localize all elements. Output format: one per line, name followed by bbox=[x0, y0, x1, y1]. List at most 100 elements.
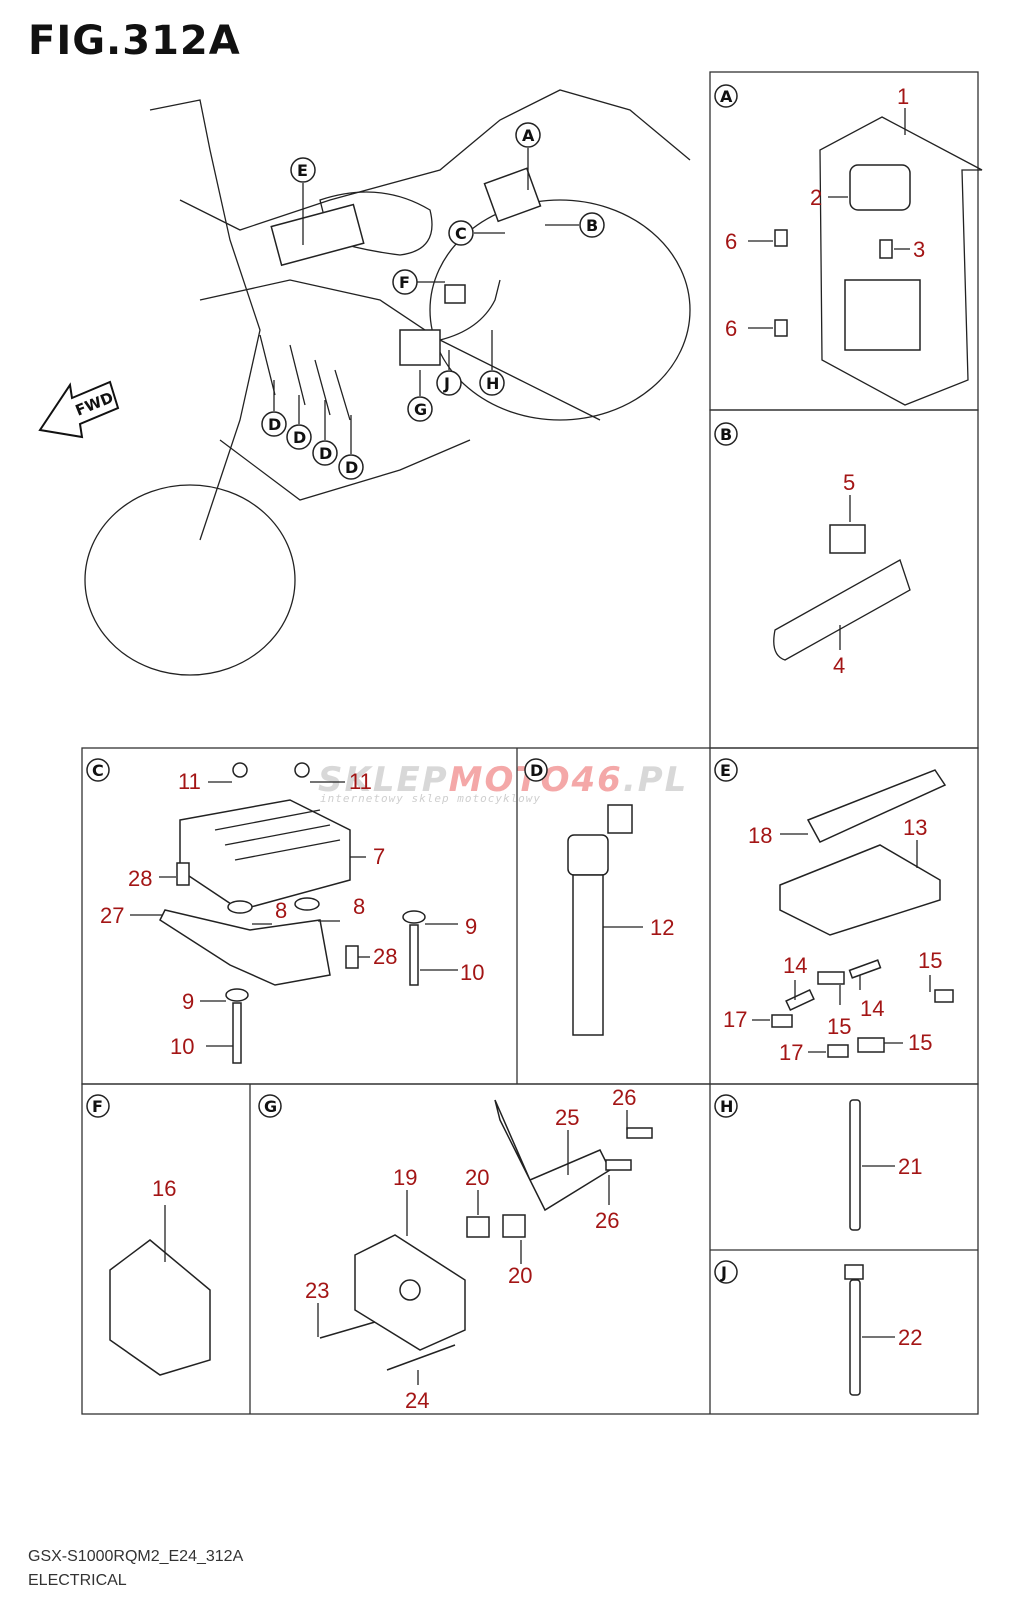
svg-text:J: J bbox=[720, 1263, 727, 1282]
part-20b: 20 bbox=[508, 1263, 532, 1288]
callout-h: H bbox=[479, 330, 505, 396]
front-wheel bbox=[84, 484, 296, 676]
callout-b: B bbox=[545, 212, 605, 238]
panel-b-header: B bbox=[714, 422, 738, 446]
svg-text:D: D bbox=[345, 458, 358, 477]
connector-16 bbox=[109, 1239, 211, 1376]
ecm-bracket bbox=[806, 769, 947, 843]
engine-bottom bbox=[219, 439, 471, 501]
panel-a-parts: 1 2 3 6 6 bbox=[725, 84, 983, 406]
figure-title: FIG.312A bbox=[28, 18, 241, 64]
ecm bbox=[779, 844, 941, 936]
ignition-coil bbox=[572, 874, 604, 1036]
bolt-26b bbox=[605, 1159, 632, 1171]
pad-14b bbox=[848, 959, 882, 979]
part-15a: 15 bbox=[918, 948, 942, 973]
part-19: 19 bbox=[393, 1165, 417, 1190]
watermark-brand: SKLEP bbox=[318, 760, 449, 800]
callout-d-3: D bbox=[312, 400, 338, 466]
part-10a: 10 bbox=[460, 960, 484, 985]
callout-a: C bbox=[448, 220, 505, 246]
starter-relay bbox=[844, 279, 921, 351]
clamp-head bbox=[844, 1264, 864, 1280]
model-code: GSX-S1000RQM2_E24_312A bbox=[28, 1548, 244, 1565]
part-7: 7 bbox=[373, 844, 385, 869]
part-15b: 15 bbox=[827, 1014, 851, 1039]
regulator-overview bbox=[483, 167, 542, 223]
panel-e-parts: 18 13 14 15 14 17 15 17 15 bbox=[723, 769, 954, 1065]
svg-text:C: C bbox=[455, 224, 467, 243]
svg-text:J: J bbox=[443, 374, 450, 393]
pad-17b bbox=[827, 1044, 849, 1058]
grommet-9a bbox=[402, 910, 426, 924]
regulator-fins bbox=[214, 809, 341, 861]
part-1: 1 bbox=[897, 84, 909, 109]
svg-text:A: A bbox=[522, 126, 535, 145]
bolt-10b bbox=[232, 1002, 242, 1064]
part-16: 16 bbox=[152, 1176, 176, 1201]
coil-connector bbox=[607, 804, 633, 834]
part-17a: 17 bbox=[723, 1007, 747, 1032]
part-28b: 28 bbox=[373, 944, 397, 969]
watermark-suffix: .PL bbox=[622, 760, 689, 800]
panel-b-parts: 5 4 bbox=[773, 470, 911, 678]
panel-j-parts: 22 bbox=[844, 1264, 922, 1396]
watermark-tagline: internetowy sklep motocyklowy bbox=[320, 792, 542, 805]
panel-a-header: A bbox=[714, 84, 738, 108]
svg-text:E: E bbox=[720, 761, 731, 780]
panel-g-header: G bbox=[258, 1094, 282, 1118]
panel-c-header: C bbox=[86, 758, 110, 782]
part-20a: 20 bbox=[465, 1165, 489, 1190]
overview-callouts: A E C B F J H G D D D D bbox=[261, 122, 605, 480]
part-8a: 8 bbox=[275, 898, 287, 923]
frame-mid bbox=[199, 279, 601, 421]
panel-B-border bbox=[709, 409, 979, 749]
bolt-28b bbox=[345, 945, 359, 969]
callout-f: F bbox=[392, 269, 445, 295]
bolt-26a bbox=[626, 1127, 653, 1139]
panel-g-parts: 19 20 25 26 26 20 23 24 bbox=[305, 1085, 653, 1413]
svg-text:G: G bbox=[264, 1097, 277, 1116]
panel-f-parts: 16 bbox=[109, 1176, 211, 1376]
svg-text:C: C bbox=[92, 761, 104, 780]
panel-d-header: D bbox=[524, 758, 548, 782]
rear-wheel bbox=[429, 199, 691, 421]
part-17b: 17 bbox=[779, 1040, 803, 1065]
screw-2 bbox=[774, 319, 788, 337]
panels-bottom-border bbox=[81, 1083, 979, 1415]
part-8b: 8 bbox=[353, 894, 365, 919]
panel-h-parts: 21 bbox=[849, 1099, 922, 1231]
part-22: 22 bbox=[898, 1325, 922, 1350]
part-12: 12 bbox=[650, 915, 674, 940]
spacer-20b bbox=[502, 1214, 526, 1238]
cushion-8a bbox=[227, 900, 253, 914]
part-11a: 11 bbox=[178, 769, 201, 794]
part-9b: 9 bbox=[182, 989, 194, 1014]
part-26b: 26 bbox=[595, 1208, 619, 1233]
svg-text:E: E bbox=[297, 161, 308, 180]
panel-c-parts: 11 11 7 28 8 8 27 9 28 10 9 10 bbox=[100, 762, 484, 1064]
callout-j: J bbox=[436, 350, 462, 396]
part-11b: 11 bbox=[349, 769, 372, 794]
grommet-9b bbox=[225, 988, 249, 1002]
panel-d-parts: 12 bbox=[567, 804, 674, 1036]
cable-tie-22 bbox=[849, 1279, 861, 1396]
nut-1 bbox=[232, 762, 248, 778]
part-4: 4 bbox=[833, 653, 845, 678]
connector-block bbox=[829, 524, 866, 554]
panel-f-header: F bbox=[86, 1094, 110, 1118]
part-9a: 9 bbox=[465, 914, 477, 939]
protector-tube bbox=[773, 559, 911, 661]
callout-c: A bbox=[515, 122, 541, 190]
svg-text:H: H bbox=[720, 1097, 733, 1116]
part-3: 3 bbox=[913, 237, 925, 262]
fuse bbox=[879, 239, 893, 259]
part-24: 24 bbox=[405, 1388, 429, 1413]
pad-15c bbox=[857, 1037, 885, 1053]
part-6: 6 bbox=[725, 229, 737, 254]
fwd-arrow-icon: FWD bbox=[38, 380, 120, 439]
front-fork bbox=[149, 99, 261, 541]
motorcycle-overview bbox=[84, 89, 691, 676]
svg-text:B: B bbox=[586, 216, 598, 235]
